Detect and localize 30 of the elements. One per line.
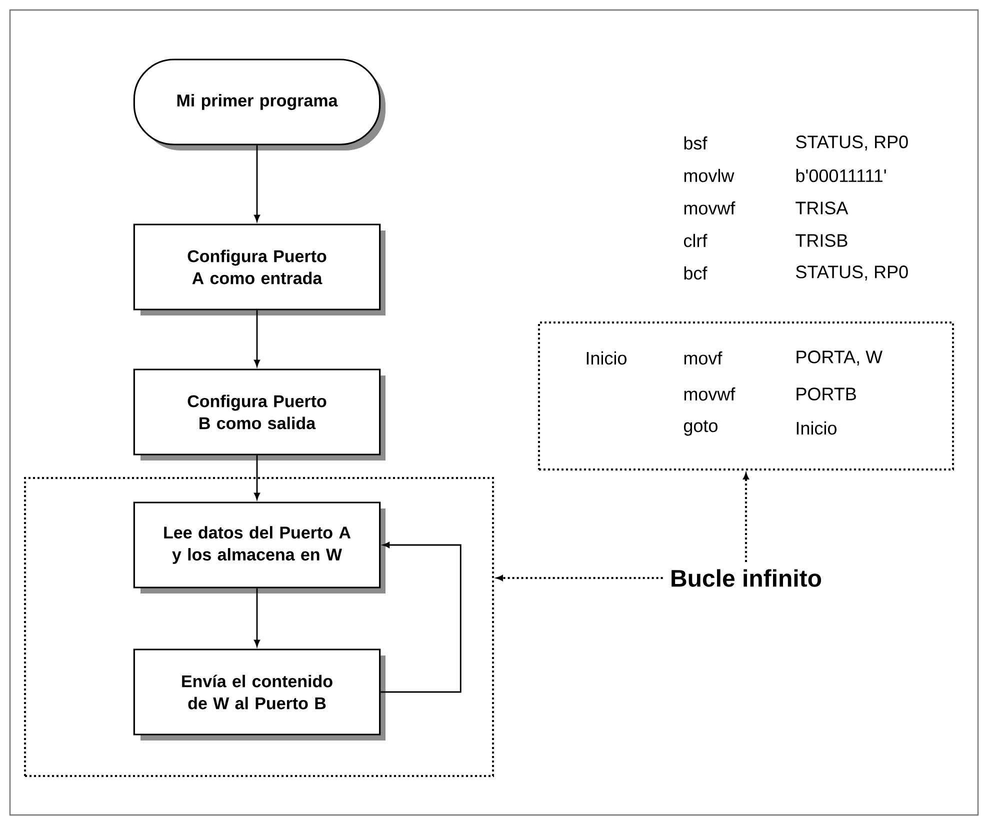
- code-text: movwf: [684, 201, 736, 215]
- code-text: Inicio: [796, 421, 836, 435]
- arrow: [254, 145, 260, 222]
- process-box: Lee datos del Puerto A y los almacena en W: [133, 502, 386, 594]
- dotted-arrow: [496, 575, 663, 581]
- code-text: bsf: [684, 136, 708, 150]
- code-text: clrf: [684, 234, 708, 248]
- arrow: [254, 588, 260, 647]
- dotted-arrow: [743, 473, 749, 562]
- code-text: movwf: [684, 387, 736, 401]
- code-text: TRISA: [796, 202, 848, 214]
- code-text: TRISB: [796, 234, 848, 247]
- code-text: movf: [684, 351, 722, 365]
- loop-arrow: [380, 542, 462, 693]
- loop-group-box: [24, 477, 494, 777]
- arrow: [254, 310, 260, 367]
- code-text: b'00011111': [796, 168, 886, 182]
- code-text: goto: [684, 420, 718, 436]
- loop-label: Bucle infinito: [672, 569, 822, 587]
- process-box: Configura Puerto B como salida: [133, 368, 386, 460]
- code-text: PORTA, W: [796, 350, 882, 366]
- code-text: STATUS, RP0: [796, 136, 908, 150]
- process-box: Envía el contenido de W al Puerto B: [133, 648, 386, 740]
- code-text: PORTB: [796, 388, 856, 400]
- code-text: bcf: [684, 266, 708, 280]
- arrow: [254, 455, 260, 500]
- code-text: STATUS, RP0: [796, 266, 908, 280]
- process-box: Configura Puerto A como entrada: [133, 224, 386, 316]
- code-text: Inicio: [586, 351, 626, 365]
- code-text: movlw: [684, 168, 734, 182]
